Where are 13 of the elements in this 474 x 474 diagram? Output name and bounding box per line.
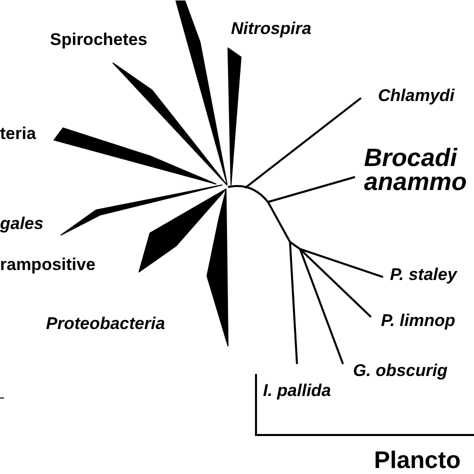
- taxon-label: Brocadi anammo: [364, 147, 468, 194]
- taxon-label: Proteobacteria: [46, 315, 166, 332]
- taxon-label: P. limnop: [381, 312, 456, 329]
- taxon-label: G. obscurig: [353, 362, 448, 379]
- taxon-label: Spirochetes: [50, 31, 148, 48]
- taxon-label: I. pallida: [263, 382, 332, 399]
- taxon-label: gales: [0, 215, 44, 232]
- taxon-label: Plancto: [374, 449, 461, 473]
- taxon-label: Nitrospira: [231, 20, 312, 37]
- taxon-label: Chlamydi: [378, 87, 455, 104]
- taxon-label: rampositive: [0, 256, 96, 273]
- taxon-label: P. staley: [390, 266, 457, 283]
- taxon-label: teria: [0, 125, 36, 142]
